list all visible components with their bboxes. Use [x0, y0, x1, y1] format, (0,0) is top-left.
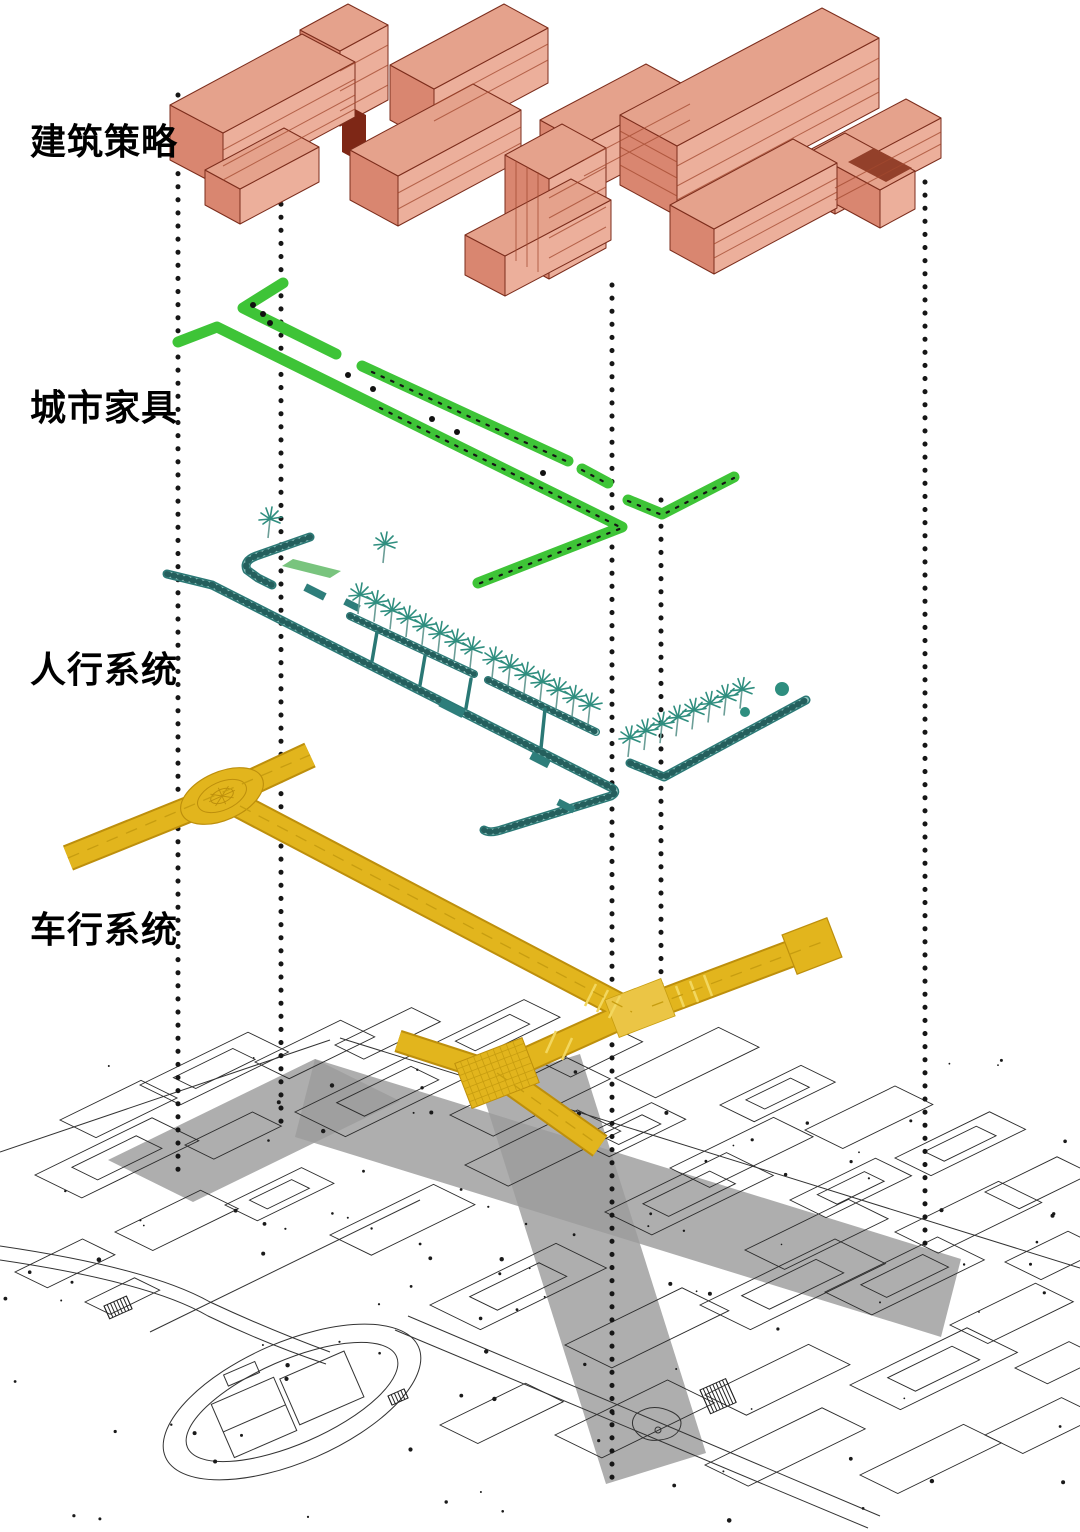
facade-lines — [222, 43, 942, 272]
roundabout — [180, 767, 264, 825]
bushes — [740, 682, 789, 717]
buildings-layer — [169, 3, 942, 297]
label-building-strategy: 建筑策略 — [30, 122, 179, 163]
guide-dotted-lines — [175, 57, 928, 1485]
pedestrian-layer — [162, 506, 811, 837]
people-figures — [250, 302, 546, 476]
pond — [632, 1407, 682, 1441]
label-pedestrian-system: 人行系统 — [30, 650, 179, 691]
vehicular-layer — [62, 742, 843, 1157]
site-plan-dots — [3, 1053, 1067, 1523]
lawn-pad — [282, 559, 341, 578]
site-plan-hatches — [103, 1295, 737, 1415]
furniture-layer — [172, 277, 740, 589]
palm-trees — [258, 506, 755, 758]
label-urban-furniture: 城市家具 — [30, 388, 179, 429]
site-plan-buildings — [13, 999, 1080, 1495]
stadium-track — [162, 1323, 422, 1481]
site-plan-layer — [0, 999, 1080, 1529]
walkway-pads — [303, 583, 576, 814]
site-highlight-band — [108, 1054, 961, 1484]
main-intersection — [544, 974, 714, 1061]
label-vehicular-system: 车行系统 — [30, 910, 179, 951]
